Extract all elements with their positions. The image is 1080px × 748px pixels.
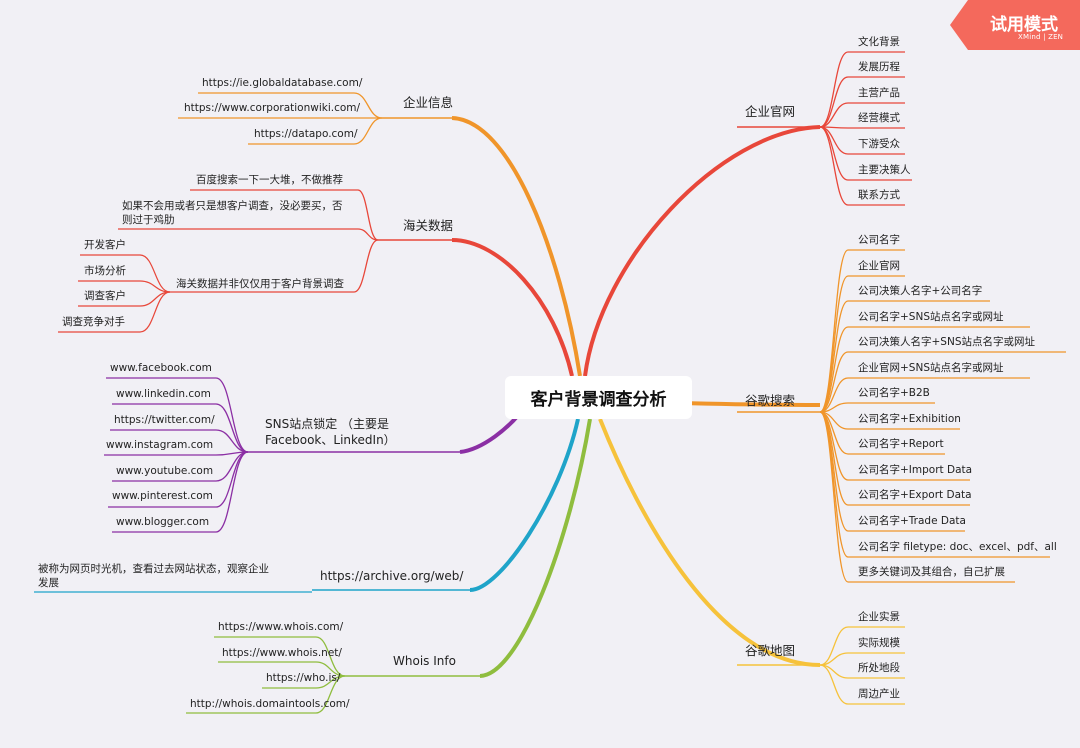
trial-mode-badge[interactable]: 试用模式 XMind | ZEN [950,0,1080,50]
topic-company-info[interactable]: 企业信息 [403,95,454,110]
subtopic-url[interactable]: www.pinterest.com [112,490,213,502]
subtopic[interactable]: 主营产品 [858,87,900,99]
trunk-customs [451,238,574,377]
sub-subtopic[interactable]: 市场分析 [84,265,126,277]
subtopic-url[interactable]: https://who.is/ [266,672,341,684]
subtopic-url[interactable]: https://www.corporationwiki.com/ [184,102,361,114]
subtopic[interactable]: 文化背景 [858,36,900,48]
topic-whois[interactable]: Whois Info [393,654,456,668]
subtopic[interactable]: 公司名字+Report [858,438,944,450]
subtopic[interactable]: 主要决策人 [858,164,911,176]
subtopic[interactable]: 经营模式 [858,112,900,124]
subtopic-url[interactable]: www.blogger.com [116,516,210,528]
topic-google-search[interactable]: 谷歌搜索 [745,393,796,408]
sub-subtopic[interactable]: 调查竞争对手 [62,316,125,328]
subtopic[interactable]: 公司名字 [858,234,900,246]
subtopic[interactable]: 企业官网 [858,260,900,272]
subtopic[interactable]: 联系方式 [858,189,900,201]
subtopic[interactable]: 更多关键词及其组合，自己扩展 [858,566,1005,578]
sub-subtopic[interactable]: 开发客户 [84,239,126,251]
topic-customs-data[interactable]: 海关数据 [403,218,454,233]
trunk-whois [479,418,592,678]
subtopic[interactable]: 发展历程 [858,61,900,73]
subtopic-url[interactable]: https://www.whois.com/ [218,621,344,633]
subtopic[interactable]: 所处地段 [858,662,900,674]
badge-title: 试用模式 [990,15,1058,35]
badge-subtitle: XMind | ZEN [1018,33,1064,41]
subtopic[interactable]: 公司决策人名字+公司名字 [858,285,983,297]
trunk-google-maps [598,418,821,667]
subtopic[interactable]: 公司名字+Import Data [858,464,973,476]
subtopic-url[interactable]: https://ie.globaldatabase.com/ [202,77,363,89]
central-topic[interactable]: 客户背景调查分析 [505,376,692,419]
subtopic[interactable]: 公司名字+Trade Data [858,515,966,527]
trunk-archive [469,418,580,592]
trial-mode-badge-shape [950,0,1080,50]
subtopic[interactable]: 下游受众 [858,138,900,150]
subtopic-url[interactable]: https://twitter.com/ [114,414,215,426]
subtopic[interactable]: 公司决策人名字+SNS站点名字或网址 [858,336,1035,348]
subtopic[interactable]: 公司名字+Exhibition [858,413,961,425]
subtopic-url[interactable]: www.youtube.com [116,465,214,477]
topic-sns[interactable]: SNS站点锁定 （主要是Facebook、LinkedIn） [265,417,396,447]
subtopic-url[interactable]: https://datapo.com/ [254,128,358,140]
subtopic[interactable]: 公司名字+B2B [858,387,930,399]
subtopic[interactable]: 百度搜索一下一大堆，不做推荐 [196,174,343,186]
subtopic-note[interactable]: 如果不会用或者只是想客户调查，没必要买，否则过于鸡肋 [122,200,343,226]
subtopic[interactable]: 海关数据并非仅仅用于客户背景调查 [176,278,344,290]
subtopic[interactable]: 公司名字+Export Data [858,489,972,501]
subtopic-url[interactable]: https://www.whois.net/ [222,647,342,659]
subtopic[interactable]: 周边产业 [858,688,900,700]
sub-subtopic[interactable]: 调查客户 [84,290,126,302]
topic-archive[interactable]: https://archive.org/web/ [320,569,464,583]
subtopic-url[interactable]: http://whois.domaintools.com/ [190,698,350,710]
subtopic[interactable]: 公司名字 filetype: doc、excel、pdf、all [858,541,1057,553]
subtopic[interactable]: 企业官网+SNS站点名字或网址 [858,362,1004,374]
topic-company-site[interactable]: 企业官网 [745,104,796,119]
topic-google-maps[interactable]: 谷歌地图 [745,643,796,658]
subtopic-note[interactable]: 被称为网页时光机，查看过去网站状态，观察企业发展 [38,563,269,589]
subtopic[interactable]: 实际规模 [858,637,900,649]
subtopic-url[interactable]: www.instagram.com [106,439,214,451]
subtopic-url[interactable]: www.linkedin.com [116,388,211,400]
subtopic[interactable]: 公司名字+SNS站点名字或网址 [858,311,1004,323]
subtopic[interactable]: 企业实景 [858,611,900,623]
subtopic-url[interactable]: www.facebook.com [110,362,212,374]
trunk-company-site [583,125,821,377]
trunk-company-info [451,116,582,377]
